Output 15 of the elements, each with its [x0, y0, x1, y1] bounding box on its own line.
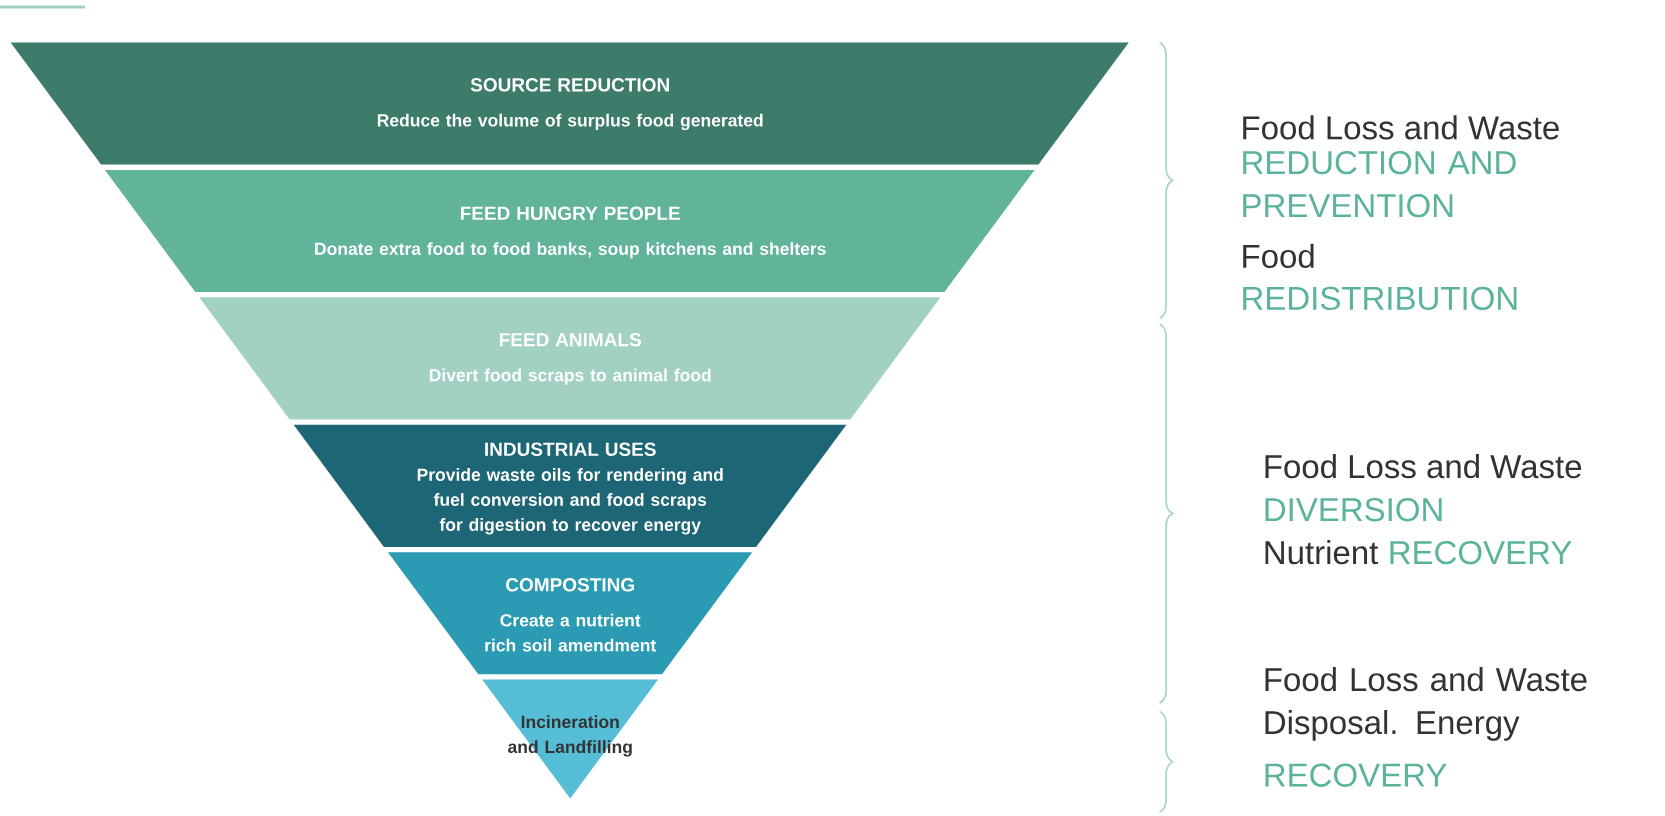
side-label: Food Loss and Waste Disposal. Energy [1265, 667, 1587, 741]
side-label: REDISTRIBUTION [1243, 286, 1517, 311]
side-label: Food Loss and Waste [1265, 454, 1582, 479]
pyramid-layer: FEED ANIMALS Divert food scraps to animal food [199, 297, 941, 420]
side-label: RECOVERY [1390, 540, 1572, 565]
pyramid-layer: COMPOSTING Create a nutrient rich soil amendment [387, 552, 753, 675]
side-label: Food [1243, 243, 1314, 268]
side-label: Food Loss and Waste [1243, 115, 1559, 140]
pyramid-layer: FEED HUNGRY PEOPLE Donate extra food to food banks, soup kitchens and shelters [104, 169, 1035, 292]
side-label: Nutrient [1265, 540, 1379, 565]
side-label: REDUCTION AND PREVENTION [1243, 151, 1516, 218]
pyramid-layer: INDUSTRIAL USES Provide waste oils for rendering and fuel conversion and food scraps for digestion to recover energy [293, 424, 847, 547]
side-label: RECOVERY [1265, 763, 1447, 787]
pyramid-layer: SOURCE REDUCTION Reduce the volume of surplus food generated [10, 42, 1129, 165]
side-label: DIVERSION [1265, 498, 1442, 522]
